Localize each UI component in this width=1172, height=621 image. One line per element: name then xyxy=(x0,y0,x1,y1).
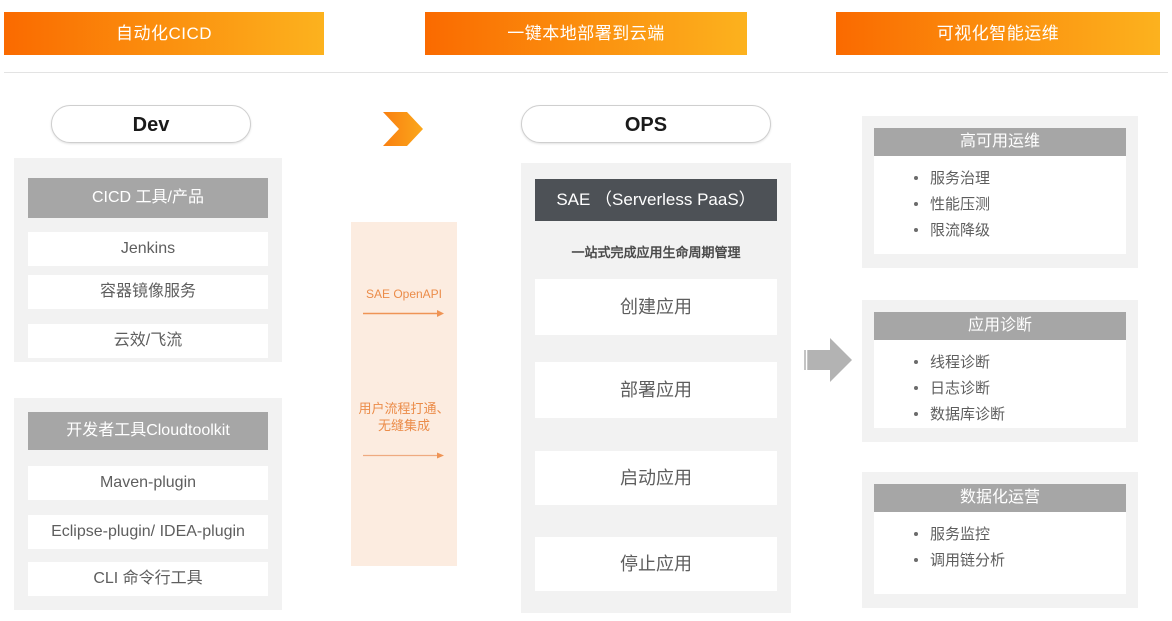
card-data-operations: 数据化运营 服务监控 调用链分析 xyxy=(862,472,1138,608)
card-app-diagnostics-list: 线程诊断 日志诊断 数据库诊断 xyxy=(874,350,1126,428)
card-app-diagnostics: 应用诊断 线程诊断 日志诊断 数据库诊断 xyxy=(862,300,1138,442)
dev-pill: Dev xyxy=(51,105,251,143)
bullet-dot-icon xyxy=(914,412,918,416)
block-arrow-right-icon xyxy=(802,332,854,388)
ops-subtitle: 一站式完成应用生命周期管理 xyxy=(571,245,741,260)
header-divider xyxy=(4,72,1168,73)
flow-label-user-process-line1: 用户流程打通、 xyxy=(358,401,450,416)
list-item: 限流降级 xyxy=(914,218,1126,244)
card-data-operations-body: 服务监控 调用链分析 xyxy=(874,512,1126,594)
bullet-dot-icon xyxy=(914,176,918,180)
ops-item-start-app[interactable]: 启动应用 xyxy=(535,451,777,505)
list-item: 服务监控 xyxy=(914,522,1126,548)
card-app-diagnostics-body: 线程诊断 日志诊断 数据库诊断 xyxy=(874,340,1126,428)
bullet-dot-icon xyxy=(914,202,918,206)
list-item-label: 调用链分析 xyxy=(930,552,1006,569)
list-item: 服务治理 xyxy=(914,166,1126,192)
card-high-availability-ops-body: 服务治理 性能压测 限流降级 xyxy=(874,156,1126,254)
card-data-operations-list: 服务监控 调用链分析 xyxy=(874,522,1126,574)
list-item: 性能压测 xyxy=(914,192,1126,218)
ops-header-sae: SAE （Serverless PaaS） xyxy=(535,179,777,221)
arrow-right-icon-openapi xyxy=(363,305,445,317)
dev-group-cloudtoolkit-header: 开发者工具Cloudtoolkit xyxy=(28,412,268,450)
bullet-dot-icon xyxy=(914,360,918,364)
dev-item-cli-tool[interactable]: CLI 命令行工具 xyxy=(28,562,268,596)
flow-label-sae-openapi: SAE OpenAPI xyxy=(365,287,443,301)
list-item-label: 日志诊断 xyxy=(930,380,991,397)
banner-one-click-deploy: 一键本地部署到云端 xyxy=(425,12,747,55)
dev-item-yunxiao-feiliu[interactable]: 云效/飞流 xyxy=(28,324,268,358)
flow-label-user-process-line2: 无缝集成 xyxy=(377,418,430,433)
list-item-label: 服务治理 xyxy=(930,170,991,187)
bullet-dot-icon xyxy=(914,386,918,390)
dev-item-eclipse-idea-plugin[interactable]: Eclipse-plugin/ IDEA-plugin xyxy=(28,515,268,549)
card-high-availability-ops-header: 高可用运维 xyxy=(874,128,1126,156)
card-app-diagnostics-header: 应用诊断 xyxy=(874,312,1126,340)
banner-automation-cicd: 自动化CICD xyxy=(4,12,324,55)
bullet-dot-icon xyxy=(914,228,918,232)
arrow-right-icon-integration xyxy=(363,447,445,459)
ops-item-stop-app[interactable]: 停止应用 xyxy=(535,537,777,591)
card-high-availability-ops-list: 服务治理 性能压测 限流降级 xyxy=(874,166,1126,244)
chevron-right-icon xyxy=(381,110,425,148)
ops-item-create-app[interactable]: 创建应用 xyxy=(535,279,777,335)
list-item: 调用链分析 xyxy=(914,548,1126,574)
dev-item-jenkins[interactable]: Jenkins xyxy=(28,232,268,266)
list-item-label: 数据库诊断 xyxy=(930,406,1006,423)
list-item-label: 限流降级 xyxy=(930,222,991,239)
banner-visual-ops: 可视化智能运维 xyxy=(836,12,1160,55)
dev-item-container-registry[interactable]: 容器镜像服务 xyxy=(28,275,268,309)
flow-label-user-process: 用户流程打通、 无缝集成 xyxy=(351,400,457,434)
list-item: 日志诊断 xyxy=(914,376,1126,402)
list-item-label: 服务监控 xyxy=(930,526,991,543)
list-item: 线程诊断 xyxy=(914,350,1126,376)
dev-item-maven-plugin[interactable]: Maven-plugin xyxy=(28,466,268,500)
list-item: 数据库诊断 xyxy=(914,402,1126,428)
ops-item-deploy-app[interactable]: 部署应用 xyxy=(535,362,777,418)
card-data-operations-header: 数据化运营 xyxy=(874,484,1126,512)
header-banner-row: 自动化CICD 一键本地部署到云端 可视化智能运维 xyxy=(0,0,1172,72)
bullet-dot-icon xyxy=(914,532,918,536)
ops-pill: OPS xyxy=(521,105,771,143)
card-high-availability-ops: 高可用运维 服务治理 性能压测 限流降级 xyxy=(862,116,1138,268)
list-item-label: 线程诊断 xyxy=(930,354,991,371)
bullet-dot-icon xyxy=(914,558,918,562)
list-item-label: 性能压测 xyxy=(930,196,991,213)
dev-group-cicd-header: CICD 工具/产品 xyxy=(28,178,268,218)
flow-strip-background xyxy=(351,222,457,566)
